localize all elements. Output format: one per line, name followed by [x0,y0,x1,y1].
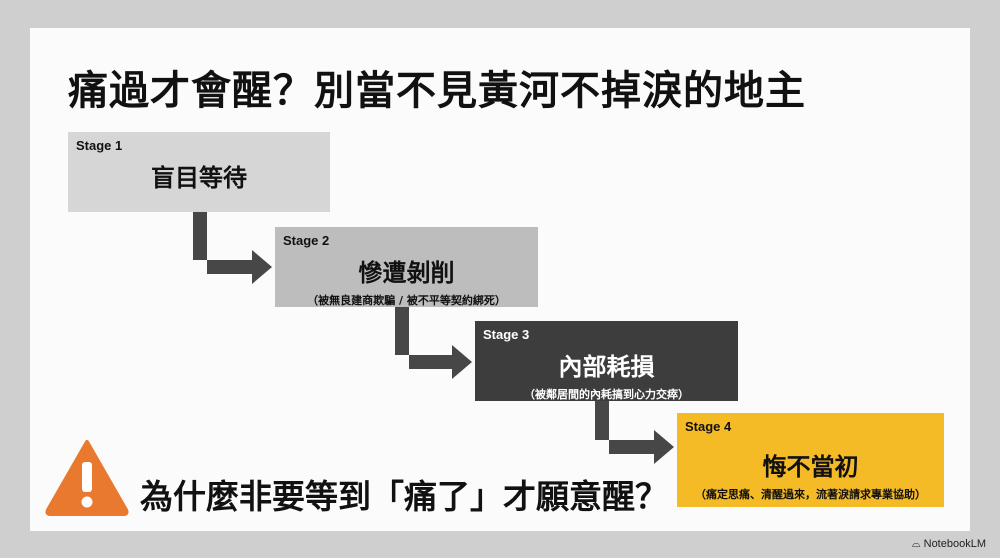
brand-label: NotebookLM [923,538,986,550]
arrow-2-to-3 [395,307,472,379]
stage-label: Stage 2 [283,233,330,248]
stage-3-box: Stage 3 內部耗損 （被鄰居間的內耗搞到心力交瘁） [475,321,738,401]
warning-icon [45,440,129,516]
stage-name: 盲目等待 [151,164,247,192]
question-text: 為什麼非要等到「痛了」才願意醒？ [140,477,668,516]
notebooklm-logo-icon: ⌓ [911,538,924,550]
stage-name: 悔不當初 [762,453,859,481]
brand-watermark: ⌓ NotebookLM [912,538,986,551]
stage-label: Stage 3 [483,327,530,342]
stage-description: （痛定思痛、清醒過來，流著淚請求專業協助） [695,488,926,501]
stage-2-box: Stage 2 慘遭剝削 （被無良建商欺騙 / 被不平等契約綁死） [275,227,538,307]
arrow-1-to-2 [193,212,272,284]
stage-name: 內部耗損 [558,353,655,381]
stage-name: 慘遭剝削 [358,259,455,287]
stage-1-box: Stage 1 盲目等待 [68,132,330,212]
stage-4-box: Stage 4 悔不當初 （痛定思痛、清醒過來，流著淚請求專業協助） [677,413,944,507]
stage-description: （被無良建商欺騙 / 被不平等契約綁死） [307,294,506,307]
stage-label: Stage 4 [685,419,732,434]
arrow-3-to-4 [595,401,674,464]
stage-description: （被鄰居間的內耗搞到心力交瘁） [524,388,689,401]
slide-title: 痛過才會醒？別當不見黃河不掉淚的地主 [68,68,806,114]
stage-label: Stage 1 [76,138,123,153]
